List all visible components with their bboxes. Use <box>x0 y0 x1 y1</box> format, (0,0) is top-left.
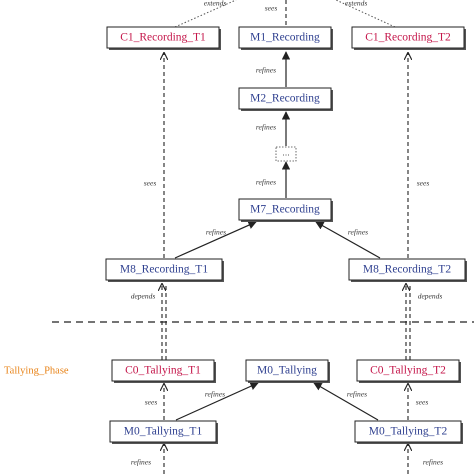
node-m8-recording-t2-label: M8_Recording_T2 <box>363 264 451 276</box>
edge-label-refines-m8t1-m7: refines <box>206 228 226 237</box>
edge-m0t1-refines-m0 <box>175 382 259 421</box>
extends-link-right <box>335 0 396 28</box>
node-c0-tallying-t2-label: C0_Tallying_T2 <box>370 365 446 377</box>
node-m2-recording-label: M2_Recording <box>250 93 320 105</box>
edge-label-refines-m7-ellipsis: refines <box>256 178 276 187</box>
node-m8-recording-t1: M8_Recording_T1 <box>105 258 224 282</box>
edge-label-refines-bottom-left: refines <box>131 458 151 467</box>
edge-label-extends-left: extends <box>204 0 227 8</box>
node-ellipsis: ... <box>275 146 297 162</box>
edge-label-depends-right: depends <box>418 292 443 301</box>
edge-label-sees-m0t2: sees <box>416 398 429 407</box>
node-m0-tallying-label: M0_Tallying <box>257 365 317 377</box>
node-m0-tallying-t1-label: M0_Tallying_T1 <box>124 426 203 438</box>
edge-label-sees-left: sees <box>144 179 157 188</box>
node-ellipsis-label: ... <box>282 149 290 158</box>
node-m8-recording-t1-label: M8_Recording_T1 <box>120 264 208 276</box>
edge-label-refines-m8t2-m7: refines <box>348 228 368 237</box>
node-c0-tallying-t1-label: C0_Tallying_T1 <box>125 365 201 377</box>
extends-link-left <box>174 0 237 28</box>
node-c1-recording-t2: C1_Recording_T2 <box>351 26 466 50</box>
phase-label: Tallying_Phase <box>4 366 69 377</box>
edge-label-refines-m0t1-m0: refines <box>205 390 225 399</box>
node-m8-recording-t2: M8_Recording_T2 <box>348 258 467 282</box>
node-c1-recording-t2-label: C1_Recording_T2 <box>365 32 451 44</box>
edge-label-extends-right: extends <box>345 0 368 8</box>
node-c0-tallying-t1: C0_Tallying_T1 <box>111 359 216 383</box>
node-m0-tallying-t2-label: M0_Tallying_T2 <box>369 426 448 438</box>
node-m1-recording-label: M1_Recording <box>250 32 320 44</box>
node-c1-recording-t1-label: C1_Recording_T1 <box>120 32 206 44</box>
node-m1-recording: M1_Recording <box>238 26 333 50</box>
node-c0-tallying-t2: C0_Tallying_T2 <box>356 359 461 383</box>
node-m0-tallying-t1: M0_Tallying_T1 <box>109 420 218 444</box>
node-m0-tallying-t2: M0_Tallying_T2 <box>354 420 463 444</box>
edge-label-depends-left: depends <box>131 292 156 301</box>
node-m7-recording: M7_Recording <box>238 198 333 222</box>
node-m2-recording: M2_Recording <box>238 87 333 111</box>
edge-label-sees-right: sees <box>417 179 430 188</box>
edge-m0t2-refines-m0 <box>313 382 379 421</box>
edge-label-sees-top: sees <box>265 4 278 13</box>
node-m7-recording-label: M7_Recording <box>250 204 320 216</box>
node-c1-recording-t1: C1_Recording_T1 <box>106 26 221 50</box>
edge-label-refines-bottom-right: refines <box>423 458 443 467</box>
edge-label-refines-m2-m1: refines <box>256 66 276 75</box>
edge-label-sees-m0t1: sees <box>145 398 158 407</box>
edge-m8t2-refines-m7 <box>315 221 381 259</box>
edge-label-refines-ellipsis-m2: refines <box>256 123 276 132</box>
node-m0-tallying: M0_Tallying <box>245 359 330 383</box>
edge-label-refines-m0t2-m0: refines <box>347 390 367 399</box>
edge-m8t1-refines-m7 <box>174 221 257 259</box>
